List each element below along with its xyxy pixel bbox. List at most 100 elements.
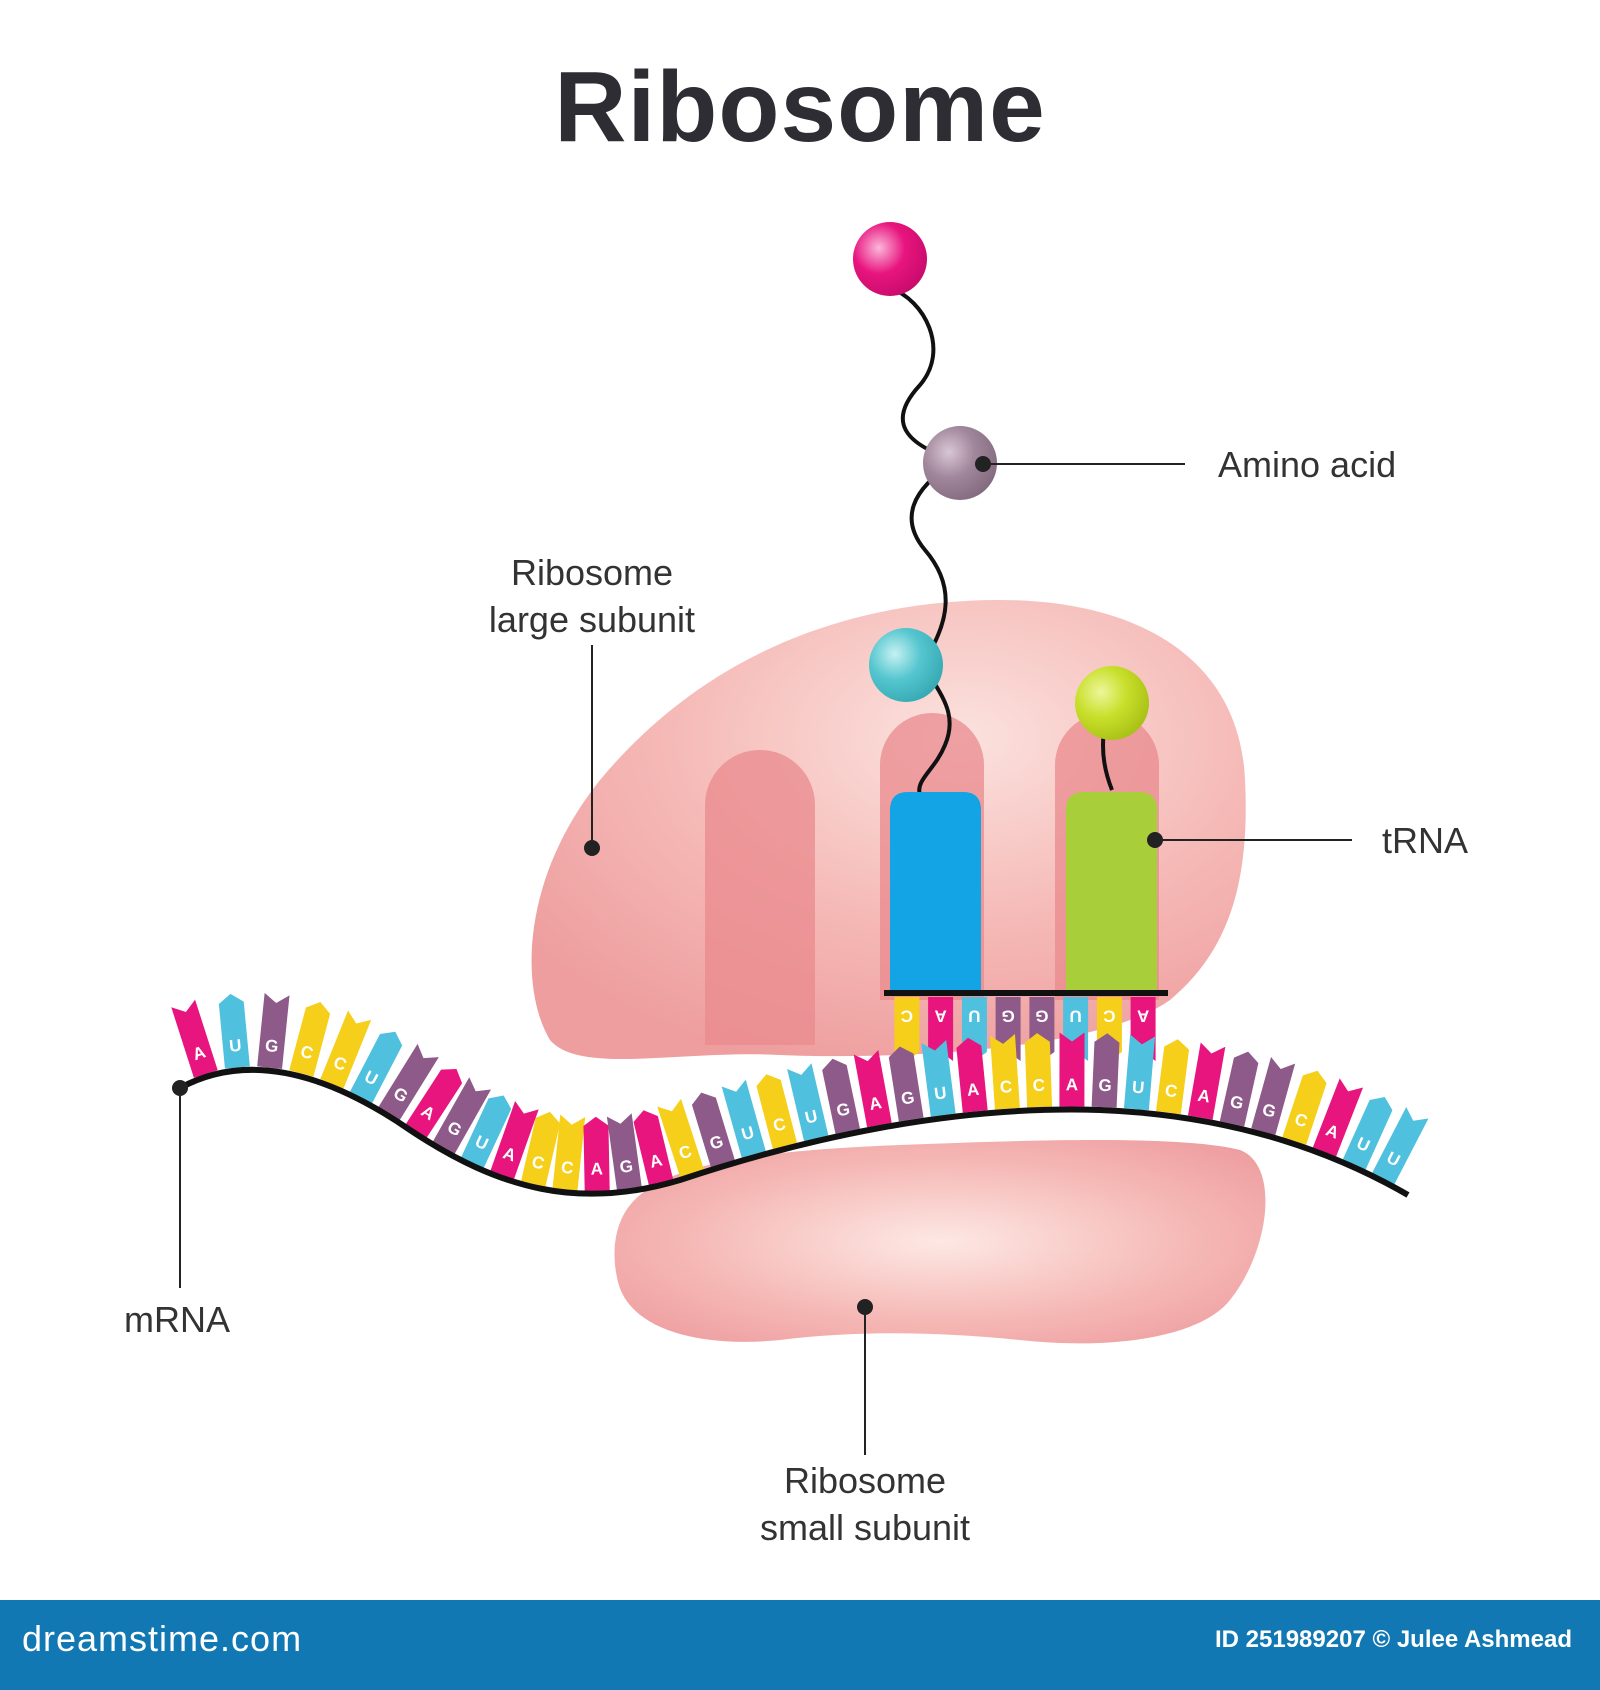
nucleotide-letter: A xyxy=(1066,1075,1078,1094)
nucleotide-tab xyxy=(405,1068,463,1138)
nucleotide-letter: G xyxy=(1001,1006,1014,1025)
nucleotide-A: A xyxy=(633,1110,674,1186)
callout-dot xyxy=(857,1299,873,1315)
nucleotide-tab xyxy=(1187,1042,1226,1120)
nucleotide-tab xyxy=(521,1111,561,1187)
label-small-subunit-line2: small subunit xyxy=(759,1507,971,1548)
callout-dot xyxy=(1147,832,1163,848)
nucleotide-tab xyxy=(756,1074,798,1150)
nucleotide-tab xyxy=(1282,1070,1327,1145)
label-trna: tRNA xyxy=(1382,820,1469,861)
nucleotide-A: A xyxy=(171,999,218,1078)
nucleotide-tab xyxy=(1219,1051,1259,1127)
nucleotide-A: A xyxy=(956,1037,988,1113)
nucleotide-letter: A xyxy=(934,1006,946,1025)
nucleotide-tab xyxy=(1342,1096,1393,1170)
nucleotide-U: U xyxy=(350,1031,403,1104)
nucleotide-G: G xyxy=(691,1092,735,1168)
nucleotide-tab xyxy=(320,1010,372,1089)
nucleotide-C: C xyxy=(552,1114,586,1191)
footer-bar: dreamstime.com ID 251989207 © Julee Ashm… xyxy=(0,1600,1600,1690)
nucleotide-U: U xyxy=(218,993,250,1069)
label-amino-acid: Amino acid xyxy=(1218,444,1397,485)
callout-dot xyxy=(172,1080,188,1096)
nucleotide-letter: U xyxy=(1069,1006,1081,1025)
polypeptide-chain xyxy=(853,222,1149,796)
trna-left xyxy=(890,792,981,995)
nucleotide-tab xyxy=(657,1098,704,1177)
nucleotide-tab xyxy=(1059,1032,1085,1107)
nucleotide-A: A xyxy=(853,1049,892,1128)
nucleotide-tab xyxy=(1312,1078,1364,1157)
nucleotide-letter: C xyxy=(299,1042,316,1064)
nucleotide-letter: U xyxy=(739,1123,756,1145)
nucleotide-U: U xyxy=(921,1040,956,1117)
nucleotide-letter: C xyxy=(1164,1081,1179,1101)
label-small-subunit-line1: Ribosome xyxy=(783,1460,947,1501)
nucleotide-tab xyxy=(956,1037,988,1113)
nucleotide-letter: U xyxy=(803,1106,819,1127)
nucleotide-letter: C xyxy=(560,1158,574,1178)
nucleotide-G: G xyxy=(432,1077,492,1154)
nucleotide-tab xyxy=(921,1040,956,1117)
label-large-subunit-line1: Ribosome xyxy=(510,552,674,593)
nucleotide-C: C xyxy=(1282,1070,1327,1145)
nucleotide-tab xyxy=(1156,1039,1190,1115)
nucleotide-tab xyxy=(350,1031,403,1104)
nucleotide-A: A xyxy=(405,1068,463,1138)
callout-mrna xyxy=(172,1080,188,1288)
nucleotide-letter: G xyxy=(707,1132,725,1154)
nucleotide-tab xyxy=(606,1113,642,1190)
nucleotide-letter: G xyxy=(1228,1092,1245,1113)
nucleotide-tab xyxy=(633,1110,674,1186)
amino-acid-ball-lime xyxy=(1075,666,1149,740)
label-mrna: mRNA xyxy=(124,1299,230,1340)
nucleotide-C: C xyxy=(657,1098,704,1177)
nucleotide-letter: U xyxy=(933,1083,948,1103)
nucleotide-letter: C xyxy=(999,1077,1013,1097)
nucleotide-letter: U xyxy=(228,1036,242,1056)
nucleotide-letter: C xyxy=(677,1141,695,1163)
footer-brand: dreamstime.com xyxy=(22,1618,303,1659)
nucleotide-U: U xyxy=(461,1095,512,1168)
nucleotide-letter: A xyxy=(966,1080,980,1100)
nucleotide-C: C xyxy=(289,1001,331,1077)
nucleotide-tab xyxy=(583,1116,610,1191)
mrna-backbone xyxy=(178,1066,1410,1198)
nucleotide-tab xyxy=(1372,1107,1429,1185)
trna-right-body xyxy=(1066,792,1157,995)
callout-small-subunit xyxy=(857,1299,873,1455)
diagram-title: Ribosome xyxy=(554,51,1046,163)
nucleotide-C: C xyxy=(894,997,920,1061)
nucleotide-A: A xyxy=(928,997,954,1061)
label-small-subunit: Ribosome small subunit xyxy=(730,1457,1000,1551)
callout-amino-acid xyxy=(975,456,1185,472)
nucleotide-letter: A xyxy=(590,1159,603,1178)
nucleotide-letter: A xyxy=(648,1150,664,1171)
amino-acid-ball-teal xyxy=(869,628,943,702)
nucleotide-A: A xyxy=(490,1100,539,1180)
nucleotide-tab xyxy=(1091,1033,1120,1108)
callout-dot xyxy=(584,840,600,856)
nucleotide-G: G xyxy=(822,1058,860,1134)
nucleotide-letter: G xyxy=(835,1099,852,1120)
nucleotide-tab xyxy=(894,997,920,1061)
nucleotide-tab xyxy=(432,1077,492,1154)
large-subunit-groove-1 xyxy=(705,750,815,1045)
nucleotide-letter: G xyxy=(1098,1076,1112,1096)
nucleotide-letter: A xyxy=(868,1093,884,1114)
nucleotide-C: C xyxy=(756,1074,798,1150)
nucleotide-C: C xyxy=(990,1034,1020,1110)
nucleotide-letter: U xyxy=(968,1006,980,1025)
amino-acid-ball-pink xyxy=(853,222,927,296)
label-large-subunit: Ribosome large subunit xyxy=(472,549,712,643)
nucleotide-letter: G xyxy=(264,1036,279,1056)
label-large-subunit-line2: large subunit xyxy=(488,599,696,640)
callout-dot xyxy=(975,456,991,472)
nucleotide-G: G xyxy=(257,992,290,1069)
nucleotide-C: C xyxy=(1024,1033,1053,1108)
nucleotide-letter: A xyxy=(1137,1006,1149,1025)
nucleotide-letter: C xyxy=(1292,1109,1310,1131)
